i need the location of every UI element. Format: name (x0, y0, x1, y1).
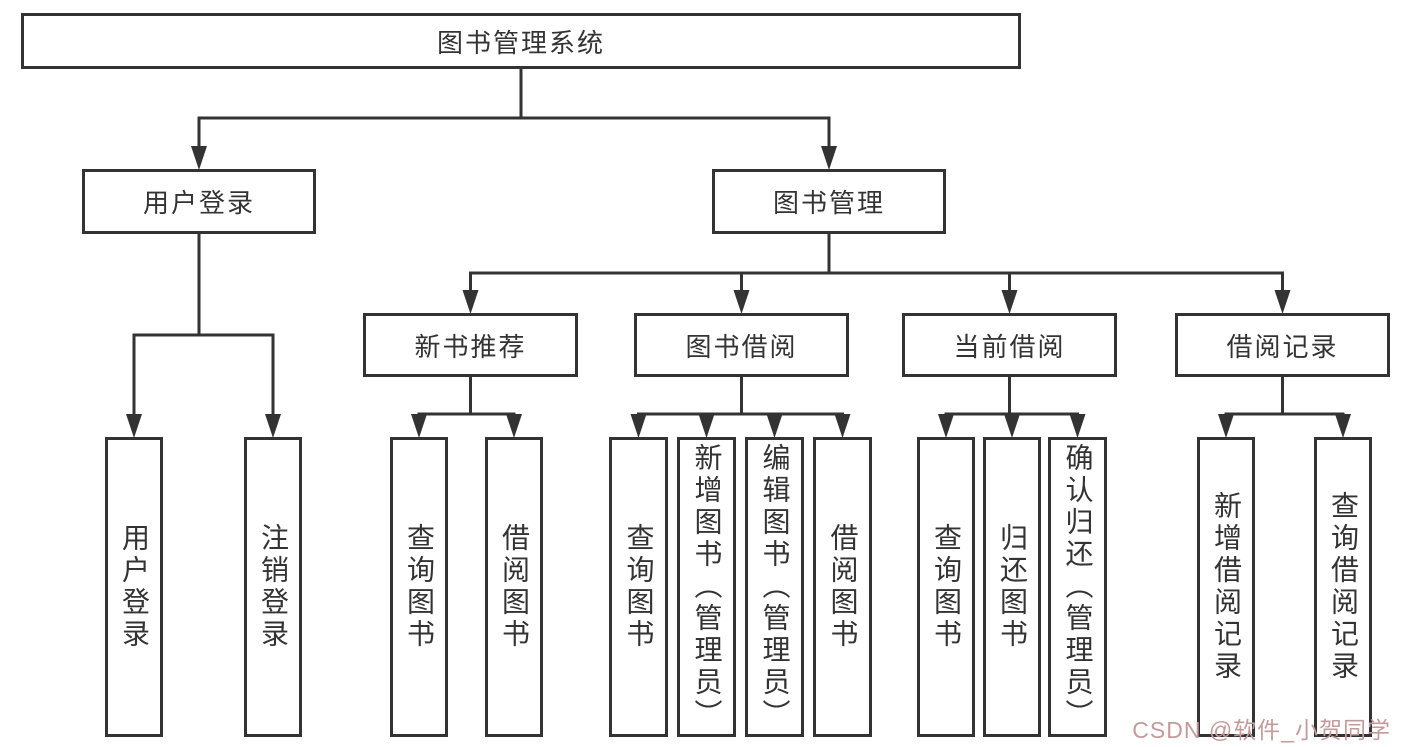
node-br-add: 新增借阅记录 (1197, 437, 1255, 737)
node-label-bb-add: 新增图书（管理员） (691, 443, 723, 731)
node-bb-query: 查询图书 (609, 437, 668, 737)
arrowhead-icon-bb-add (698, 414, 715, 438)
arrowhead-icon-bb-borrow (834, 414, 851, 438)
node-user-login: 用户登录 (82, 169, 316, 234)
node-bb-borrow: 借阅图书 (813, 437, 872, 737)
arrowhead-icon-book-borrow (733, 290, 750, 314)
node-borrow-records: 借阅记录 (1175, 313, 1390, 377)
node-root: 图书管理系统 (21, 13, 1021, 69)
node-label-current-borrow: 当前借阅 (953, 331, 1066, 362)
node-label-br-add: 新增借阅记录 (1211, 491, 1242, 683)
node-label-cb-query: 查询图书 (931, 523, 962, 651)
arrowhead-icon-new-book-rec (462, 290, 479, 314)
arrowhead-icon-user-login-v (126, 414, 142, 438)
arrowhead-icon-rec-borrow (506, 414, 522, 438)
node-rec-query: 查询图书 (390, 437, 448, 737)
node-book-borrow: 图书借阅 (634, 313, 849, 377)
arrowhead-icon-borrow-records (1274, 290, 1291, 314)
node-br-query: 查询借阅记录 (1314, 437, 1372, 737)
node-user-login-v: 用户登录 (105, 437, 163, 737)
node-label-bb-edit: 编辑图书（管理员） (759, 443, 791, 731)
node-label-cb-return: 归还图书 (997, 523, 1028, 651)
node-label-bb-query: 查询图书 (623, 523, 655, 651)
arrowhead-icon-user-login (191, 146, 207, 170)
arrowhead-icon-br-query (1335, 414, 1351, 438)
arrowhead-icon-cb-return (1004, 414, 1020, 438)
node-label-new-book-rec: 新书推荐 (414, 331, 527, 362)
node-bb-edit: 编辑图书（管理员） (745, 437, 804, 737)
node-label-rec-borrow: 借阅图书 (499, 523, 530, 651)
node-rec-borrow: 借阅图书 (485, 437, 543, 737)
node-cb-confirm: 确认归还（管理员） (1048, 437, 1107, 737)
node-current-borrow: 当前借阅 (902, 313, 1117, 377)
node-cb-return: 归还图书 (983, 437, 1041, 737)
arrowhead-icon-bb-edit (766, 414, 783, 438)
node-label-book-mgmt: 图书管理 (772, 188, 885, 218)
node-label-logout-v: 注销登录 (258, 523, 289, 651)
arrowhead-icon-rec-query (411, 414, 427, 438)
node-label-br-query: 查询借阅记录 (1328, 491, 1359, 683)
node-label-book-borrow: 图书借阅 (685, 331, 798, 362)
node-label-borrow-records: 借阅记录 (1226, 331, 1339, 362)
node-new-book-rec: 新书推荐 (363, 313, 578, 377)
node-label-user-login: 用户登录 (142, 188, 255, 218)
arrowhead-icon-cb-confirm (1069, 414, 1086, 438)
node-book-mgmt: 图书管理 (712, 169, 946, 234)
arrowhead-icon-bb-query (630, 414, 647, 438)
node-bb-add: 新增图书（管理员） (677, 437, 736, 737)
arrowhead-icon-current-borrow (1001, 290, 1018, 314)
arrowhead-icon-book-mgmt (821, 146, 837, 170)
arrowhead-icon-logout-v (265, 414, 281, 438)
arrowhead-icon-br-add (1218, 414, 1234, 438)
node-label-bb-borrow: 借阅图书 (827, 523, 859, 651)
node-label-cb-confirm: 确认归还（管理员） (1062, 443, 1094, 731)
arrowhead-icon-cb-query (938, 414, 954, 438)
node-label-root: 图书管理系统 (436, 27, 605, 58)
node-label-rec-query: 查询图书 (404, 523, 435, 651)
node-label-user-login-v: 用户登录 (119, 523, 150, 651)
node-cb-query: 查询图书 (917, 437, 975, 737)
node-logout-v: 注销登录 (244, 437, 302, 737)
